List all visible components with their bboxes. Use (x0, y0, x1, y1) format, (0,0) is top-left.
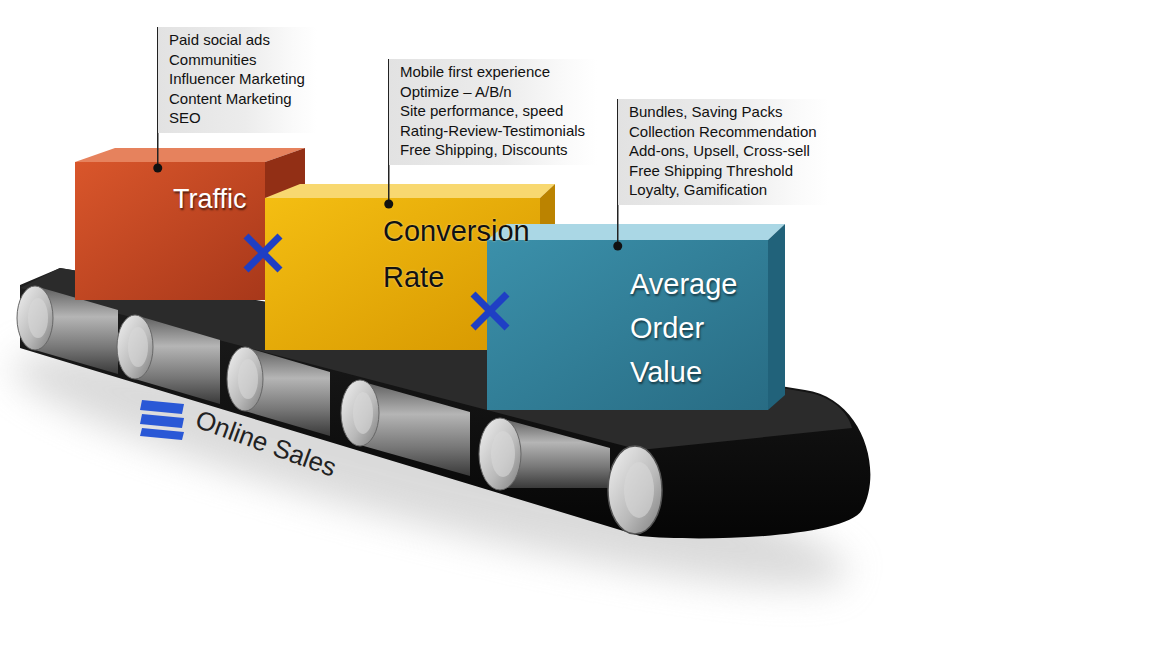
callout-line: Bundles, Saving Packs (629, 102, 817, 122)
leader-line (617, 205, 619, 246)
multiply-mark (473, 294, 507, 328)
aov-cube (487, 224, 785, 410)
conversion-box: Conversion Rate (265, 198, 549, 350)
callout-line: Loyalty, Gamification (629, 180, 817, 200)
belt-label: Online Sales (191, 404, 340, 484)
box-title: Average Order Value (630, 262, 762, 394)
callout-line: Free Shipping Threshold (629, 161, 817, 181)
logo (140, 400, 184, 440)
multiply-mark (246, 236, 280, 270)
callout-line: Rating-Review-Testimonials (400, 121, 585, 141)
box-title: Conversion Rate (383, 208, 543, 300)
leader-dot (384, 200, 393, 209)
leader-dot (613, 242, 622, 251)
callout-line: Content Marketing (169, 89, 305, 109)
leader-line (157, 133, 159, 168)
callout-line: Collection Recommendation (629, 122, 817, 142)
callout-line: Paid social ads (169, 30, 305, 50)
callout-panel: Mobile first experienceOptimize – A/B/nS… (388, 59, 597, 165)
callout-line: Free Shipping, Discounts (400, 140, 585, 160)
callout-panel: Bundles, Saving PacksCollection Recommen… (617, 99, 829, 205)
callout-line: Optimize – A/B/n (400, 82, 585, 102)
callout-panel: Paid social adsCommunitiesInfluencer Mar… (157, 27, 317, 133)
callout-line: Communities (169, 50, 305, 70)
leader-dot (153, 164, 162, 173)
callout-line: Mobile first experience (400, 62, 585, 82)
callout-line: Influencer Marketing (169, 69, 305, 89)
box-title: Traffic (173, 182, 263, 216)
callout-line: Site performance, speed (400, 101, 585, 121)
aov-box: Average Order Value (487, 240, 768, 410)
callout-line: Add-ons, Upsell, Cross-sell (629, 141, 817, 161)
traffic-box: Traffic (75, 162, 269, 300)
callout-line: SEO (169, 108, 305, 128)
leader-line (388, 165, 390, 204)
